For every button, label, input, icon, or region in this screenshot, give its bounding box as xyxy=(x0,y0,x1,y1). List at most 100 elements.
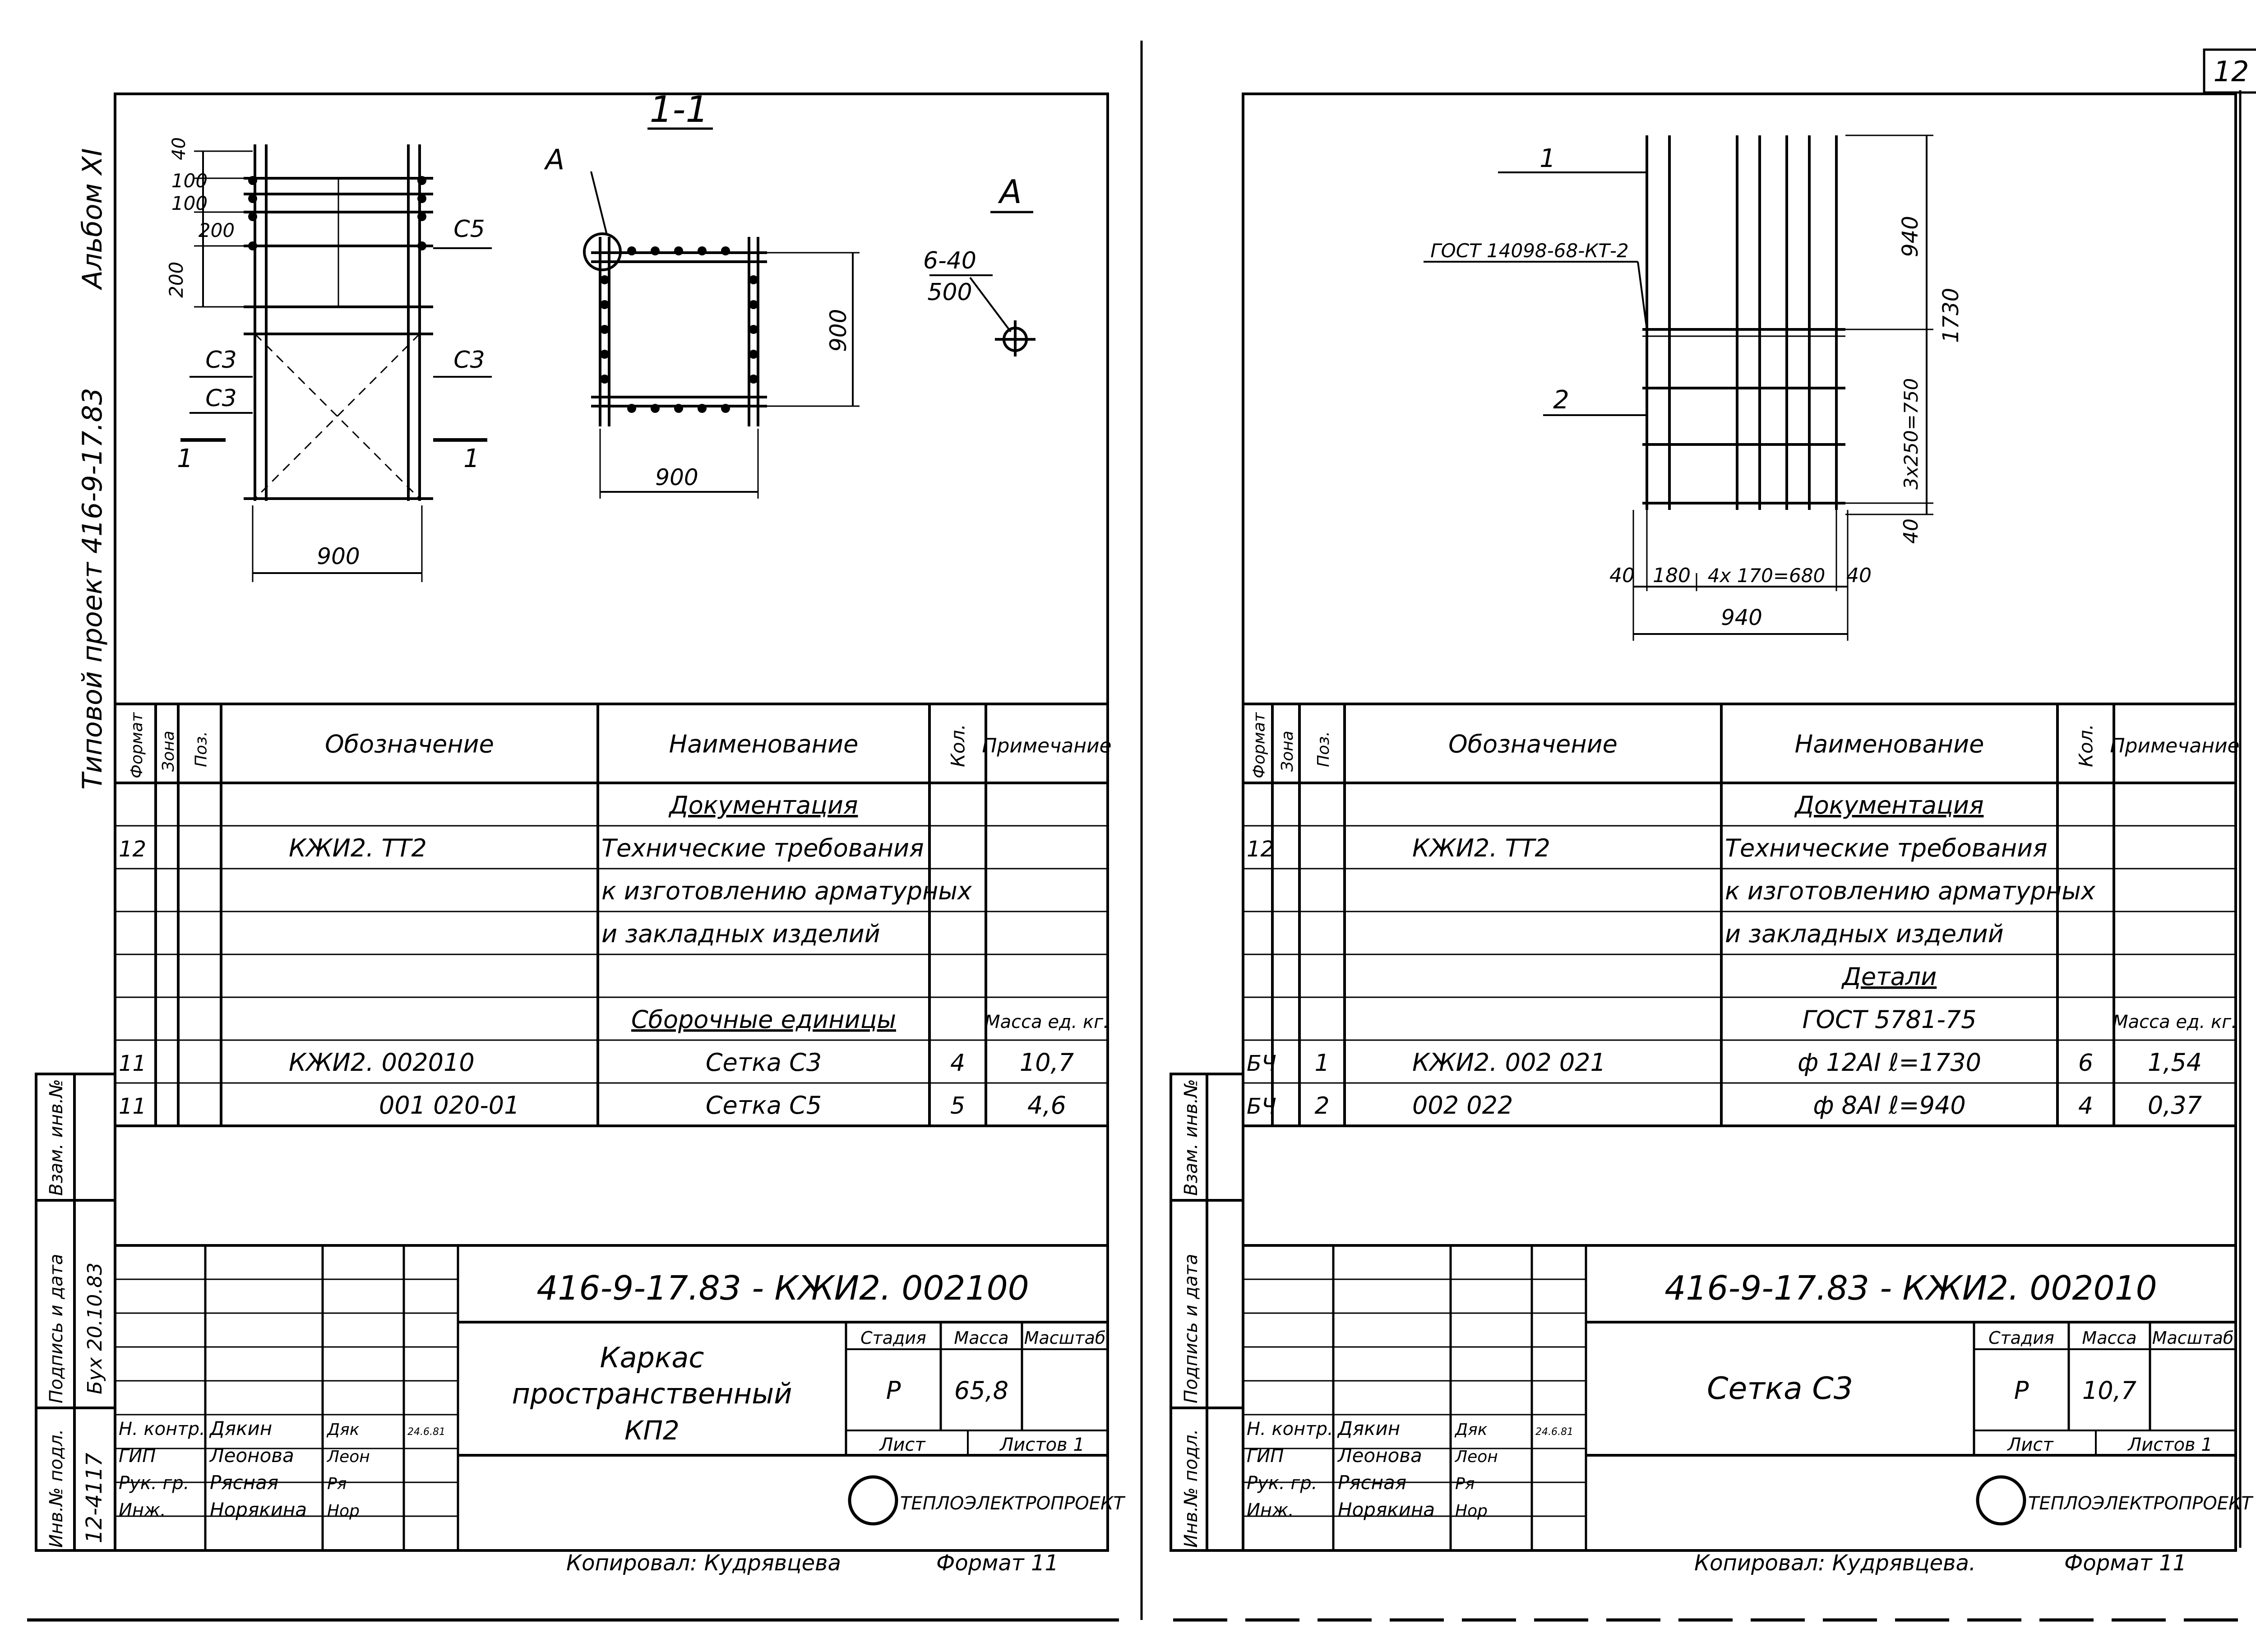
title-signature: Ря xyxy=(1455,1475,1475,1493)
dim-4x170: 4х 170=680 xyxy=(1708,565,1825,587)
cell-poz: 1 xyxy=(1314,1050,1329,1077)
cell-format: 12 xyxy=(119,837,146,862)
dim-200b: 200 xyxy=(165,262,187,298)
label-c3b: С3 xyxy=(205,385,236,412)
cell-oboznachenie: КЖИ2. 002010 xyxy=(289,1048,475,1077)
title-signature: Нор xyxy=(1455,1502,1488,1520)
cell-naimenovanie: и закладных изделий xyxy=(1725,920,2004,948)
cell-naimenovanie: ф 8АI ℓ=940 xyxy=(1813,1091,1965,1120)
dim-40: 40 xyxy=(169,137,190,160)
title-org: ТЕПЛОЭЛЕКТРОПРОЕКТ xyxy=(900,1493,1126,1514)
dim-200a: 200 xyxy=(199,219,235,241)
header-zona: Зона xyxy=(159,731,178,772)
title-person: Норякина xyxy=(1338,1499,1435,1521)
title-date: 24.6.81 xyxy=(407,1426,445,1438)
cell-naimenovanie: Сетка С3 xyxy=(706,1048,822,1077)
title-name-line1: Сетка С3 xyxy=(1707,1371,1853,1407)
title-listov-header: Листов 1 xyxy=(999,1435,1085,1455)
header-naimenovanie: Наименование xyxy=(669,730,859,759)
side-stamp-inv-podl: Инв.№ подл. xyxy=(46,1429,67,1548)
title-stadia-header: Стадия xyxy=(860,1328,926,1348)
title-massa: 10,7 xyxy=(2082,1376,2136,1405)
org-logo-icon xyxy=(1976,1475,2026,1526)
cell-kol: 6 xyxy=(2078,1050,2093,1077)
title-role: Рук. гр. xyxy=(1247,1473,1318,1494)
cell-naimenovanie: Документация xyxy=(1794,791,1984,819)
cell-kol: 4 xyxy=(950,1050,965,1077)
label-c3c: С3 xyxy=(453,347,485,374)
dim-900-plan: 900 xyxy=(655,464,698,491)
title-doc-code: 416-9-17.83 - КЖИ2. 002100 xyxy=(536,1269,1029,1308)
header-poz: Поз. xyxy=(192,731,211,767)
section-mark-left: 1 xyxy=(177,444,193,473)
dim-1730: 1730 xyxy=(1938,288,1964,343)
side-stamp-inv-podl: Инв.№ подл. xyxy=(1181,1429,1202,1548)
cell-naimenovanie: к изготовлению арматурных xyxy=(601,877,972,905)
title-person: Норякина xyxy=(210,1499,307,1521)
mesh-label-2: 2 xyxy=(1553,385,1569,415)
title-signature: Дяк xyxy=(1454,1421,1488,1439)
title-signature: Дяк xyxy=(326,1421,360,1439)
title-list-header: Лист xyxy=(878,1435,926,1455)
title-signature: Леон xyxy=(1454,1448,1498,1466)
cell-naimenovanie: ф 12АI ℓ=1730 xyxy=(1798,1048,1981,1077)
title-role: Рук. гр. xyxy=(119,1473,190,1494)
copied-by: Копировал: Кудрявцева xyxy=(566,1550,841,1576)
dim-900-elev: 900 xyxy=(317,543,360,569)
title-role: ГИП xyxy=(119,1446,156,1467)
title-role: Н. контр. xyxy=(119,1419,205,1439)
header-zona: Зона xyxy=(1278,731,1297,772)
cell-naimenovanie: ГОСТ 5781-75 xyxy=(1802,1005,1976,1034)
cell-primechanie: Масса ед. кг. xyxy=(985,1012,1109,1032)
label-c3a: С3 xyxy=(205,347,236,374)
dim-900-height: 900 xyxy=(825,309,851,352)
dim-40v: 40 xyxy=(1900,518,1923,544)
mesh-gost: ГОСТ 14098-68-КТ-2 xyxy=(1430,240,1629,262)
format-label: Формат 11 xyxy=(936,1550,1059,1576)
right-mesh-drawing xyxy=(1424,134,1933,641)
cell-oboznachenie: 001 020-01 xyxy=(379,1091,520,1120)
header-poz: Поз. xyxy=(1314,731,1333,767)
title-stadia: Р xyxy=(2014,1376,2029,1405)
dim-180: 180 xyxy=(1653,564,1691,587)
header-primechanie: Примечание xyxy=(982,735,1111,758)
title-name-line1: Каркас xyxy=(600,1341,704,1374)
side-stamp-vzam: Взам. инв.№ xyxy=(46,1079,67,1196)
title-list-header: Лист xyxy=(2006,1435,2054,1455)
header-primechanie: Примечание xyxy=(2110,735,2239,758)
title-masshtab-header: Масштаб xyxy=(1024,1328,1106,1348)
title-signature: Леон xyxy=(326,1448,370,1466)
section-title: 1-1 xyxy=(650,88,709,130)
rebar-dots xyxy=(248,176,758,413)
title-role: Инж. xyxy=(1247,1500,1294,1521)
side-stamp-podpis: Подпись и дата xyxy=(46,1254,67,1403)
dim-40b: 40 xyxy=(1846,564,1872,587)
header-oboznachenie: Обозначение xyxy=(325,730,494,759)
project-label: Типовой проект 416-9-17.83 xyxy=(77,388,108,790)
title-signature: Нор xyxy=(327,1502,360,1520)
title-stadia: Р xyxy=(886,1376,901,1405)
title-massa: 65,8 xyxy=(954,1376,1008,1405)
detail-label: 6-40 xyxy=(923,247,976,274)
cell-primechanie: 4,6 xyxy=(1027,1091,1066,1120)
section-mark-right: 1 xyxy=(463,444,480,473)
cell-primechanie: 0,37 xyxy=(2148,1091,2202,1120)
dim-40a: 40 xyxy=(1609,564,1635,587)
title-person: Леонова xyxy=(1337,1444,1422,1467)
cell-format: 11 xyxy=(119,1094,146,1119)
title-person: Леонова xyxy=(209,1444,294,1467)
title-doc-code: 416-9-17.83 - КЖИ2. 002010 xyxy=(1664,1269,2157,1308)
title-stadia-header: Стадия xyxy=(1988,1328,2054,1348)
title-org: ТЕПЛОЭЛЕКТРОПРОЕКТ xyxy=(2028,1493,2254,1514)
cell-format: 11 xyxy=(119,1051,146,1076)
header-format: Формат xyxy=(128,712,146,778)
cell-format: 12 xyxy=(1247,837,1274,862)
title-date: 24.6.81 xyxy=(1535,1426,1573,1438)
header-kol: Кол. xyxy=(2075,724,2097,767)
side-stamp-signature: Бух 20.10.83 xyxy=(83,1263,106,1394)
detail-title: А xyxy=(998,173,1022,211)
cell-format: БЧ xyxy=(1247,1094,1276,1119)
dim-940h: 940 xyxy=(1721,605,1762,630)
page-number: 12 xyxy=(2214,55,2249,88)
